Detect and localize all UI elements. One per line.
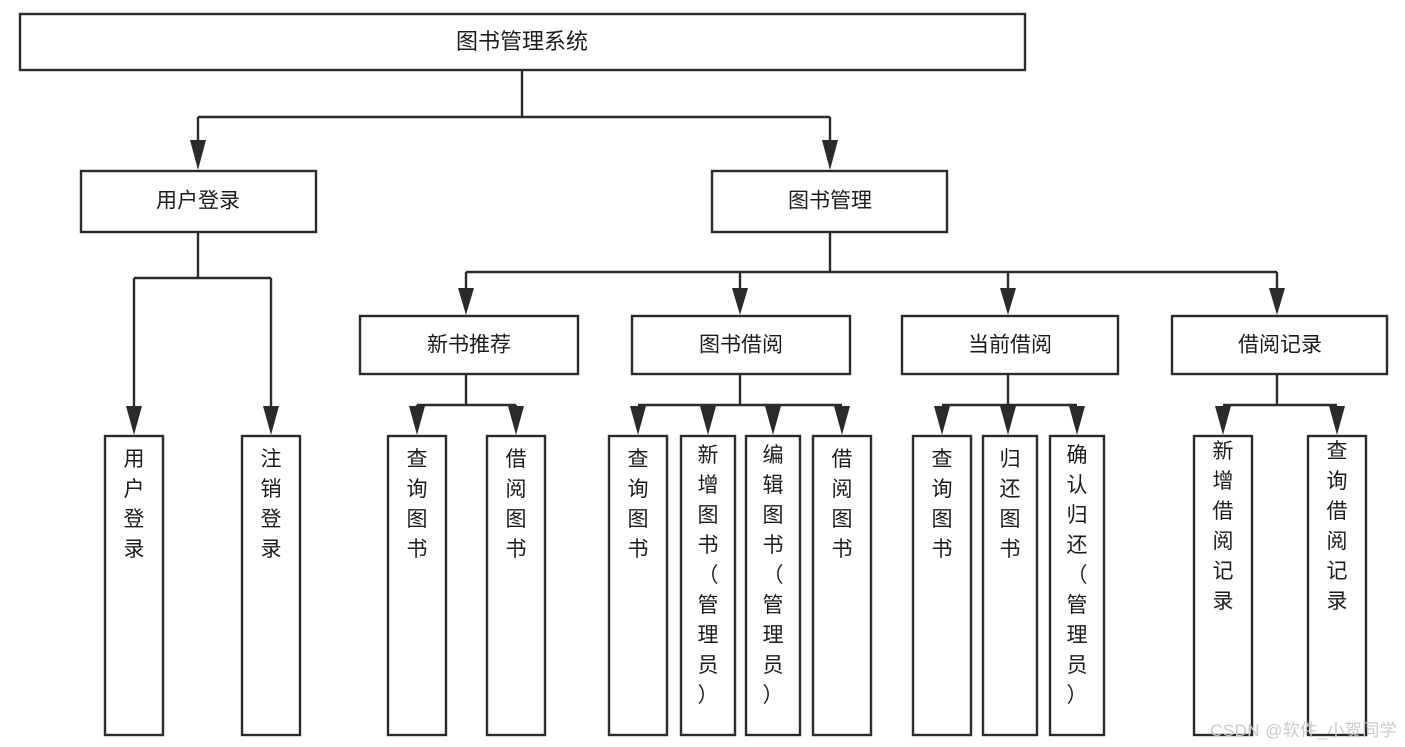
arrow-to-user-login (190, 140, 206, 170)
node-borrow-record-box[interactable] (1170, 314, 1389, 376)
leaf-add-book-admin-box[interactable] (679, 434, 737, 737)
leaf-query-book-2-label: 查询图书 (628, 448, 649, 561)
node-current-borrow[interactable]: 当前借阅 (900, 314, 1120, 376)
arrow-to-leaf-return-book (1000, 406, 1016, 435)
leaf-query-book-1[interactable]: 查询图书 (386, 434, 448, 737)
arrow-to-leaf-query-book-2 (630, 406, 646, 435)
node-root-box[interactable] (18, 12, 1027, 72)
node-book-borrow-box[interactable] (630, 314, 852, 376)
arrow-to-leaf-query-borrow-record (1329, 406, 1345, 435)
node-root[interactable]: 图书管理系统 (18, 12, 1027, 72)
leaf-confirm-return-admin-label: 确认归还（管理员） (1067, 444, 1088, 707)
leaf-query-book-3[interactable]: 查询图书 (911, 434, 973, 737)
leaf-query-borrow-record-box[interactable] (1306, 434, 1368, 737)
arrow-to-leaf-borrow-book-1 (508, 406, 524, 435)
leaf-user-login-label: 用户登录 (124, 448, 145, 561)
leaf-borrow-book-1-label: 借阅图书 (506, 448, 527, 561)
leaf-edit-book-admin-box[interactable] (744, 434, 802, 737)
arrow-to-leaf-logout-login (263, 406, 279, 435)
leaf-logout-login[interactable]: 注销登录 (240, 434, 302, 737)
leaf-logout-login-label: 注销登录 (261, 448, 282, 561)
leaf-query-book-2-box[interactable] (607, 434, 669, 737)
node-new-book-recommend[interactable]: 新书推荐 (358, 314, 580, 376)
leaf-query-book-1-label: 查询图书 (407, 448, 428, 561)
node-user-login-box[interactable] (79, 169, 318, 234)
node-book-borrow-label: 图书借阅 (699, 334, 783, 357)
node-new-book-recommend-label: 新书推荐 (427, 334, 511, 357)
leaf-query-borrow-record-label: 查询借阅记录 (1327, 440, 1348, 613)
leaf-confirm-return-admin[interactable]: 确认归还（管理员） (1048, 434, 1106, 737)
arrow-to-leaf-add-book-admin (700, 406, 716, 435)
arrow-to-leaf-add-borrow-record (1215, 406, 1231, 435)
leaf-return-book[interactable]: 归还图书 (981, 434, 1039, 737)
node-current-borrow-label: 当前借阅 (968, 334, 1052, 357)
leaf-borrow-book-1-box[interactable] (485, 434, 547, 737)
node-user-login-label: 用户登录 (156, 190, 240, 213)
leaf-user-login-box[interactable] (103, 434, 165, 737)
leaf-user-login[interactable]: 用户登录 (103, 434, 165, 737)
node-user-login[interactable]: 用户登录 (79, 169, 318, 234)
leaf-return-book-box[interactable] (981, 434, 1039, 737)
node-book-borrow[interactable]: 图书借阅 (630, 314, 852, 376)
arrow-to-leaf-query-book-1 (409, 406, 425, 435)
connector-layer (126, 70, 1345, 435)
node-borrow-record[interactable]: 借阅记录 (1170, 314, 1389, 376)
leaf-edit-book-admin[interactable]: 编辑图书（管理员） (744, 434, 802, 737)
arrow-to-new-book-recommend (458, 288, 474, 315)
leaf-add-borrow-record-box[interactable] (1192, 434, 1254, 737)
leaf-borrow-book-1[interactable]: 借阅图书 (485, 434, 547, 737)
leaf-query-book-3-box[interactable] (911, 434, 973, 737)
leaf-add-borrow-record[interactable]: 新增借阅记录 (1192, 434, 1254, 737)
arrow-to-leaf-user-login (126, 406, 142, 435)
arrow-to-book-borrow (732, 288, 748, 315)
leaf-query-book-1-box[interactable] (386, 434, 448, 737)
leaf-query-book-2[interactable]: 查询图书 (607, 434, 669, 737)
node-borrow-record-label: 借阅记录 (1238, 334, 1322, 357)
node-root-label: 图书管理系统 (456, 29, 588, 54)
arrow-to-leaf-borrow-book-2 (834, 406, 850, 435)
leaf-query-borrow-record[interactable]: 查询借阅记录 (1306, 434, 1368, 737)
leaf-add-borrow-record-label: 新增借阅记录 (1213, 440, 1234, 613)
leaf-logout-login-box[interactable] (240, 434, 302, 737)
leaf-add-book-admin[interactable]: 新增图书（管理员） (679, 434, 737, 737)
node-new-book-recommend-box[interactable] (358, 314, 580, 376)
leaf-edit-book-admin-label: 编辑图书（管理员） (763, 444, 784, 707)
leaf-query-book-3-label: 查询图书 (932, 448, 953, 561)
arrow-to-leaf-query-book-3 (934, 406, 950, 435)
arrow-to-current-borrow (1000, 288, 1016, 315)
leaf-borrow-book-2-label: 借阅图书 (832, 448, 853, 561)
node-current-borrow-box[interactable] (900, 314, 1120, 376)
arrow-to-borrow-record (1269, 288, 1285, 315)
arrow-to-leaf-edit-book-admin (765, 406, 781, 435)
node-book-management-box[interactable] (710, 169, 949, 234)
arrow-to-leaf-confirm-return-admin (1069, 406, 1085, 435)
node-book-management-label: 图书管理 (788, 190, 872, 213)
leaf-confirm-return-admin-box[interactable] (1048, 434, 1106, 737)
node-book-management[interactable]: 图书管理 (710, 169, 949, 234)
leaf-borrow-book-2-box[interactable] (811, 434, 873, 737)
arrow-to-book-management (822, 140, 838, 170)
leaf-return-book-label: 归还图书 (1000, 448, 1021, 561)
leaf-borrow-book-2[interactable]: 借阅图书 (811, 434, 873, 737)
leaf-add-book-admin-label: 新增图书（管理员） (698, 444, 719, 707)
